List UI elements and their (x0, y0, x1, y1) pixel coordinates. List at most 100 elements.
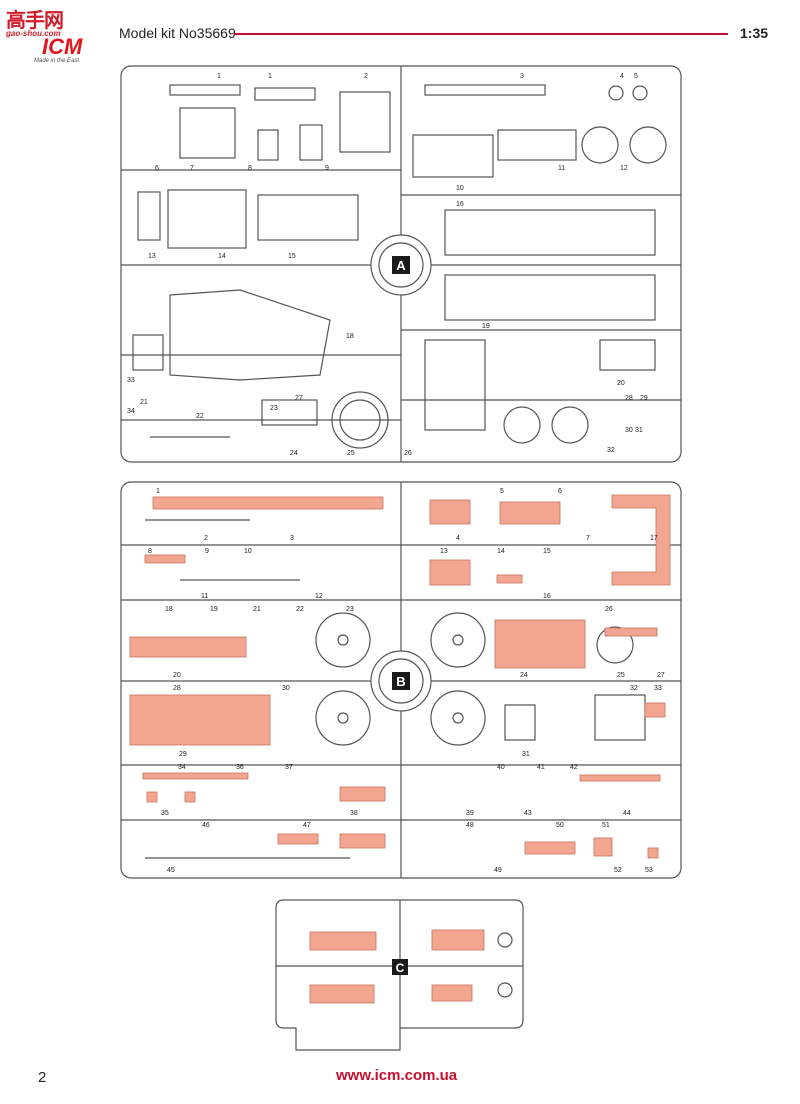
part-label: 17 (650, 535, 658, 542)
part-label: 1 (156, 488, 160, 495)
part-label: 10 (244, 548, 252, 555)
part-label: 15 (288, 253, 296, 260)
part-label: 5 (634, 73, 638, 80)
sprue-a-badge (392, 256, 410, 274)
sprue-b-part-labels: 1 2 3 4 5 6 7 8 9 10 11 12 13 14 15 16 1… (148, 488, 665, 874)
logo-tagline: Made in the East (34, 58, 80, 64)
part-label: 24 (520, 672, 528, 679)
part-label: 20 (173, 672, 181, 679)
part-label: 27 (295, 395, 303, 402)
part-label: 3 (290, 535, 294, 542)
part-label: 39 (466, 810, 474, 817)
part-label: 2 (364, 73, 368, 80)
part-label: 9 (205, 548, 209, 555)
part-label: 40 (497, 764, 505, 771)
sprue-b-highlighted-parts (129, 494, 671, 859)
sprue-c-highlighted-parts (309, 929, 485, 1004)
part-label: 32 (630, 685, 638, 692)
part-label: 20 (617, 380, 625, 387)
sprue-a (120, 65, 682, 463)
scale-label: 1:35 (740, 25, 769, 41)
part-label: 52 (614, 867, 622, 874)
part-label: 24 (290, 450, 298, 457)
part-label: 4 (456, 535, 460, 542)
part-label: 14 (497, 548, 505, 555)
sprue-b-letter: B (396, 674, 405, 689)
part-label: 22 (296, 606, 304, 613)
header-rule (234, 33, 728, 35)
part-label: 18 (346, 333, 354, 340)
part-label: 8 (248, 165, 252, 172)
part-label: 22 (196, 413, 204, 420)
part-label: 7 (586, 535, 590, 542)
part-label: 23 (270, 405, 278, 412)
part-label: 8 (148, 548, 152, 555)
logo-site: gao-shou.com (6, 29, 61, 38)
part-label: 32 (607, 447, 615, 454)
part-label: 21 (140, 399, 148, 406)
part-label: 25 (347, 450, 355, 457)
part-label: 16 (456, 201, 464, 208)
part-label: 1 (268, 73, 272, 80)
part-label: 46 (202, 822, 210, 829)
part-label: 33 (127, 377, 135, 384)
part-label: 15 (543, 548, 551, 555)
part-label: 29 (640, 395, 648, 402)
part-label: 43 (524, 810, 532, 817)
part-label: 42 (570, 764, 578, 771)
part-label: 11 (558, 165, 565, 172)
part-label: 26 (404, 450, 412, 457)
part-label: 38 (350, 810, 358, 817)
part-label: 13 (148, 253, 156, 260)
logo-cn: 高手网 (6, 8, 64, 32)
part-label: 7 (190, 165, 194, 172)
part-label: 21 (253, 606, 261, 613)
part-label: 35 (161, 810, 169, 817)
sprue-c-letter: C (396, 961, 405, 975)
part-label: 9 (325, 165, 329, 172)
icm-logo: 高手网 gao-shou.com ICM Made in the East (6, 4, 110, 66)
part-label: 30 (282, 685, 290, 692)
part-label: 3 (520, 73, 524, 80)
part-label: 50 (556, 822, 564, 829)
sprue-a-part-labels: 1 1 2 3 4 5 6 7 8 9 10 11 12 13 14 15 16… (127, 73, 648, 457)
part-label: 26 (605, 606, 613, 613)
part-label: 6 (155, 165, 159, 172)
part-label: 28 (625, 395, 633, 402)
part-label: 2 (204, 535, 208, 542)
part-label: 25 (617, 672, 625, 679)
part-label: 6 (558, 488, 562, 495)
part-label: 33 (654, 685, 662, 692)
part-label: 31 (635, 427, 643, 434)
page-title: Model kit No35669 (119, 25, 236, 41)
part-label: 29 (179, 751, 187, 758)
part-label: 30 (625, 427, 633, 434)
sprue-c-badge (392, 959, 408, 975)
sprue-c-frame (275, 899, 524, 1051)
part-label: 53 (645, 867, 653, 874)
part-label: 12 (315, 593, 323, 600)
part-label: 14 (218, 253, 226, 260)
part-label: 36 (236, 764, 244, 771)
part-label: 1 (217, 73, 221, 80)
part-label: 47 (303, 822, 311, 829)
part-label: 4 (620, 73, 624, 80)
part-label: 23 (346, 606, 354, 613)
part-label: 10 (456, 185, 464, 192)
page-number: 2 (38, 1069, 47, 1086)
part-label: 34 (178, 764, 186, 771)
part-label: 37 (285, 764, 293, 771)
part-label: 48 (466, 822, 474, 829)
part-label: 28 (173, 685, 181, 692)
part-label: 16 (543, 593, 551, 600)
sprue-b (120, 481, 682, 879)
part-label: 12 (620, 165, 628, 172)
sprue-b-badge (392, 672, 410, 690)
website-link[interactable]: www.icm.com.ua (336, 1067, 458, 1084)
sprue-a-letter: A (396, 258, 406, 273)
part-label: 49 (494, 867, 502, 874)
part-label: 5 (500, 488, 504, 495)
part-label: 18 (165, 606, 173, 613)
part-label: 13 (440, 548, 448, 555)
